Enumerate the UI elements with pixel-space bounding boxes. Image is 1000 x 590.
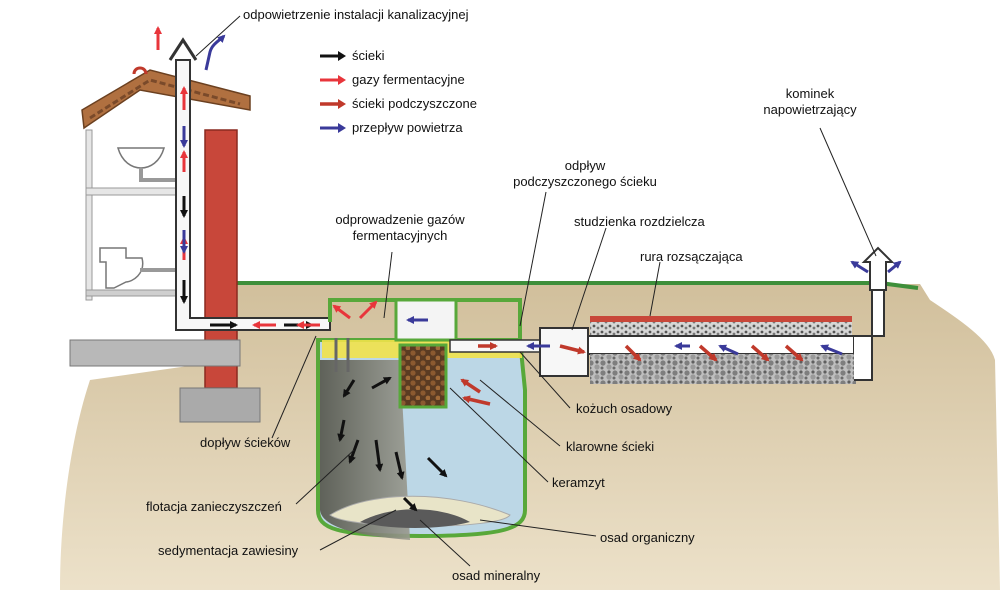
label-aeration-vent-line2: napowietrzający bbox=[763, 102, 857, 117]
foundation bbox=[69, 339, 241, 367]
label-mineral-sludge: osad mineralny bbox=[452, 568, 541, 583]
legend-label: ścieki podczyszczone bbox=[352, 96, 477, 111]
label-expanded-clay: keramzyt bbox=[552, 475, 605, 490]
air-flow-arrow-icon bbox=[320, 123, 346, 133]
house bbox=[81, 66, 251, 301]
legend-label: gazy fermentacyjne bbox=[352, 72, 465, 87]
aeration-vent-cap bbox=[861, 246, 895, 291]
label-vent: odpowietrzenie instalacji kanalizacyjnej bbox=[243, 7, 469, 22]
label-sedimentation: sedymentacja zawiesiny bbox=[158, 543, 299, 558]
inlet-tee bbox=[334, 338, 350, 372]
treated-sewage-arrows bbox=[460, 342, 804, 406]
air-flow-arrows bbox=[180, 34, 902, 356]
label-outflow-line1: odpływ bbox=[564, 158, 606, 173]
drain-gravel-bed bbox=[590, 354, 856, 384]
fermentation-gas-arrow-icon bbox=[320, 75, 346, 85]
label-drain-pipe: rura rozsączająca bbox=[640, 249, 743, 264]
toilet-icon bbox=[99, 247, 144, 289]
foundation-footing bbox=[179, 387, 261, 423]
label-aeration-vent-line1: kominek bbox=[785, 86, 835, 101]
label-distribution-box: studzienka rozdzielcza bbox=[574, 214, 705, 229]
label-gas-removal-line1: odprowadzenie gazów bbox=[335, 212, 465, 227]
label-inlet: dopływ ścieków bbox=[200, 435, 291, 450]
sewage-arrows bbox=[180, 196, 448, 512]
label-flotation: flotacja zanieczyszczeń bbox=[146, 499, 282, 514]
washbasin-icon bbox=[117, 147, 165, 169]
tank-sludge-zone bbox=[320, 360, 410, 540]
label-organic-sludge: osad organiczny bbox=[600, 530, 695, 545]
label-scum: kożuch osadowy bbox=[576, 401, 673, 416]
treated-sewage-arrow-icon bbox=[320, 99, 346, 109]
label-outflow: odpływ podczyszczonego ścieku bbox=[490, 158, 680, 190]
sewage-arrow-icon bbox=[320, 51, 346, 61]
drain-gravel-top bbox=[590, 322, 852, 336]
label-clear-sewage: klarowne ścieki bbox=[566, 439, 655, 454]
sand-layer bbox=[590, 316, 852, 326]
legend-label: przepływ powietrza bbox=[352, 120, 463, 135]
legend-label: ścieki bbox=[352, 48, 385, 63]
label-outflow-line2: podczyszczonego ścieku bbox=[513, 174, 657, 189]
vent-cap bbox=[168, 37, 198, 61]
clay-filter bbox=[398, 343, 448, 409]
label-aeration-vent: kominek napowietrzający bbox=[740, 86, 880, 118]
label-gas-removal-line2: fermentacyjnych bbox=[352, 228, 448, 243]
leader-lines bbox=[195, 15, 877, 567]
label-gas-removal: odprowadzenie gazów fermentacyjnych bbox=[310, 212, 490, 244]
